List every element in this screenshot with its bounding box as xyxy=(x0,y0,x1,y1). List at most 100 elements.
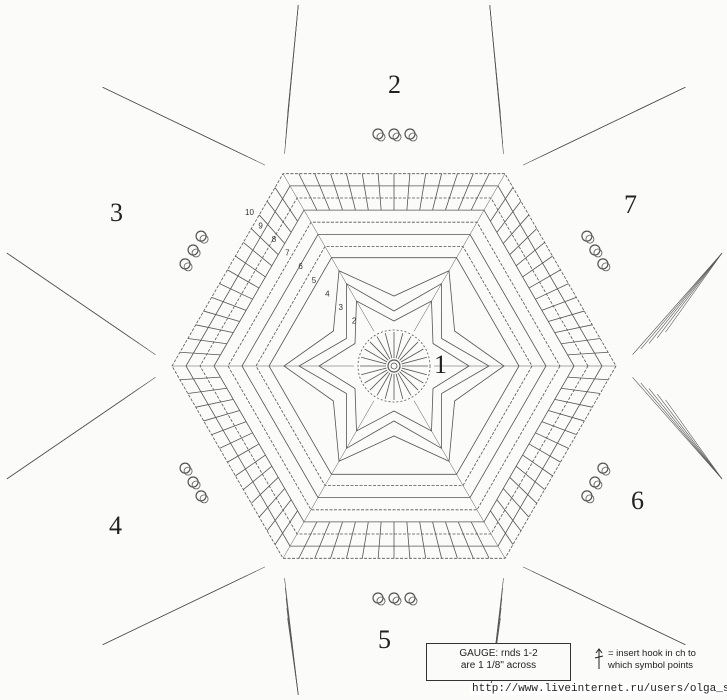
dc-stitch xyxy=(419,173,427,211)
neighbour-motif-line xyxy=(6,399,123,480)
dc-stitch xyxy=(195,399,234,408)
round-1-stitch xyxy=(401,367,427,376)
join-cluster xyxy=(589,244,601,256)
neighbour-motif-line xyxy=(102,583,230,646)
round-1-stitch xyxy=(401,356,427,365)
dc-stitch xyxy=(406,521,411,559)
dc-stitch xyxy=(274,510,298,545)
round-1-stitch xyxy=(369,341,389,361)
round-1-stitch xyxy=(399,341,419,361)
join-cluster xyxy=(187,476,199,488)
dc-stitch xyxy=(541,296,577,311)
legend-line-2: which symbol points xyxy=(608,660,694,671)
center-ring xyxy=(387,359,401,373)
join-cluster xyxy=(183,262,193,272)
dc-stitch xyxy=(314,521,331,559)
round-1-stitch xyxy=(397,336,412,360)
neighbour-motif-line xyxy=(665,399,723,480)
watermark-url: http://www.liveinternet.ru/users/olga_sa… xyxy=(470,683,727,695)
join-cluster xyxy=(593,248,603,258)
dc-stitch xyxy=(219,283,253,300)
dc-stitch xyxy=(346,173,356,211)
gauge-line-2: are 1 1/8" across xyxy=(460,660,537,671)
round-1-stitch xyxy=(397,372,412,396)
round-number-label: 4 xyxy=(325,289,330,298)
insert-hook-symbol-icon xyxy=(594,648,604,669)
neighbour-motif-line xyxy=(648,252,723,344)
dc-stitch xyxy=(541,421,577,436)
dc-stitch xyxy=(515,465,545,490)
dc-stitch xyxy=(235,255,266,278)
dc-stitch xyxy=(567,376,609,381)
dc-stitch xyxy=(187,338,227,345)
dc-stitch xyxy=(490,510,514,545)
join-cluster xyxy=(179,258,191,270)
dc-stitch xyxy=(203,410,240,422)
dc-stitch xyxy=(243,242,273,267)
neighbour-motif-line xyxy=(287,618,299,696)
round-1-stitch xyxy=(369,371,389,391)
join-cluster xyxy=(597,462,609,474)
round-1-stitch xyxy=(364,369,388,384)
dc-stitch xyxy=(432,521,442,559)
round-1-stitch xyxy=(400,348,424,363)
round-1-stitch xyxy=(361,367,387,376)
neighbour-motif-line xyxy=(632,377,723,480)
join-cluster xyxy=(404,592,416,604)
dc-stitch xyxy=(496,200,522,233)
join-cluster xyxy=(376,132,386,142)
corner-seam xyxy=(413,173,506,332)
motif-number-7: 7 xyxy=(624,190,637,219)
neighbour-motif-line xyxy=(657,252,723,338)
dc-stitch xyxy=(203,310,240,322)
join-cluster xyxy=(376,596,386,606)
dc-stitch xyxy=(195,324,234,333)
dc-stitch xyxy=(457,521,474,559)
join-cluster xyxy=(408,132,418,142)
neighbour-motif-line xyxy=(558,583,686,646)
dc-stitch xyxy=(535,432,569,449)
round-1-stitch xyxy=(395,373,404,399)
neighbour-motif-line xyxy=(648,388,723,480)
dc-stitch xyxy=(361,173,369,211)
dc-stitch xyxy=(330,173,343,211)
dc-stitch xyxy=(528,443,561,463)
dc-stitch xyxy=(377,521,382,559)
dc-stitch xyxy=(561,387,601,394)
round-number-label: 3 xyxy=(338,303,343,312)
join-cluster xyxy=(392,132,402,142)
neighbour-motif-line xyxy=(632,252,723,355)
dc-stitch xyxy=(502,488,530,518)
round-1-chain xyxy=(357,329,431,403)
motif-number-3: 3 xyxy=(110,198,123,227)
dc-stitch xyxy=(179,351,221,356)
join-cluster xyxy=(601,466,611,476)
dc-stitch xyxy=(298,173,318,211)
round-number-label: 2 xyxy=(352,316,357,325)
join-cluster xyxy=(581,490,593,502)
dc-stitch xyxy=(406,173,411,211)
dc-stitch xyxy=(274,187,298,222)
round-1-stitch xyxy=(364,348,388,363)
join-cluster xyxy=(187,244,199,256)
dc-stitch xyxy=(522,255,553,278)
join-cluster xyxy=(199,494,209,504)
dc-stitch xyxy=(227,269,260,289)
round-number-label: 8 xyxy=(272,235,277,244)
round-number-label: 5 xyxy=(312,276,317,285)
join-cluster xyxy=(408,596,418,606)
dc-stitch xyxy=(567,351,609,356)
neighbour-motif-line xyxy=(657,394,723,480)
round-1-stitch xyxy=(399,371,419,391)
dc-stitch xyxy=(496,499,522,532)
join-cluster xyxy=(388,128,400,140)
neighbour-motif-line xyxy=(102,86,230,149)
dc-stitch xyxy=(554,399,593,408)
neighbour-motif-line xyxy=(640,252,723,350)
join-cluster xyxy=(585,234,595,244)
dc-stitch xyxy=(211,421,247,436)
corner-seam xyxy=(282,400,375,559)
dc-stitch xyxy=(227,443,260,463)
round-1-stitch xyxy=(361,356,387,365)
dc-stitch xyxy=(330,521,343,559)
